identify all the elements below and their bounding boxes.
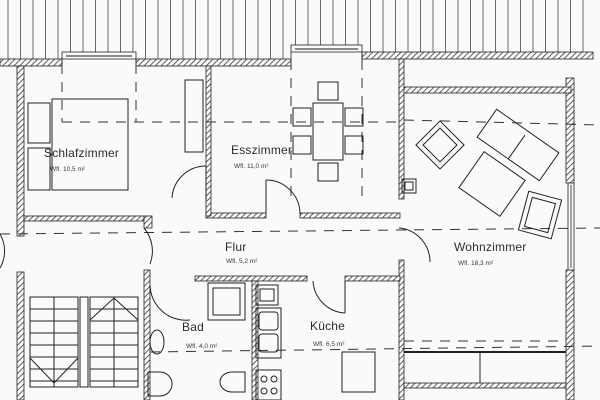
room-name-esszimmer: Esszimmer xyxy=(231,143,293,157)
wardrobe xyxy=(184,79,204,153)
doors xyxy=(0,165,431,321)
stairs xyxy=(29,296,139,388)
room-area-flur: Wfl. 5,2 m² xyxy=(226,258,258,265)
built-in-shelf xyxy=(404,351,566,383)
room-name-wohnzimmer: Wohnzimmer xyxy=(454,240,527,254)
kitchen-fixtures xyxy=(255,284,376,400)
bed xyxy=(27,98,129,191)
room-area-bad: Wfl. 4,0 m² xyxy=(186,343,218,350)
roof-boards xyxy=(7,0,584,59)
room-name-schlafzimmer: Schlafzimmer xyxy=(44,146,120,160)
dining-table xyxy=(292,81,364,182)
window-bays xyxy=(61,44,575,271)
bathroom-fixtures xyxy=(147,282,246,397)
exterior-walls xyxy=(0,51,594,400)
slope-lines xyxy=(0,60,600,353)
room-area-esszimmer: Wfl. 11,0 m² xyxy=(234,163,269,170)
room-area-schlafzimmer: Wfl. 10,5 m² xyxy=(50,166,86,173)
room-area-kueche: Wfl. 6,5 m² xyxy=(313,341,345,348)
living-room-furniture xyxy=(401,108,563,240)
room-name-kueche: Küche xyxy=(310,319,346,333)
room-name-flur: Flur xyxy=(225,240,247,254)
room-area-wohnzimmer: Wfl. 18,3 m² xyxy=(458,260,494,267)
room-name-bad: Bad xyxy=(182,320,204,334)
